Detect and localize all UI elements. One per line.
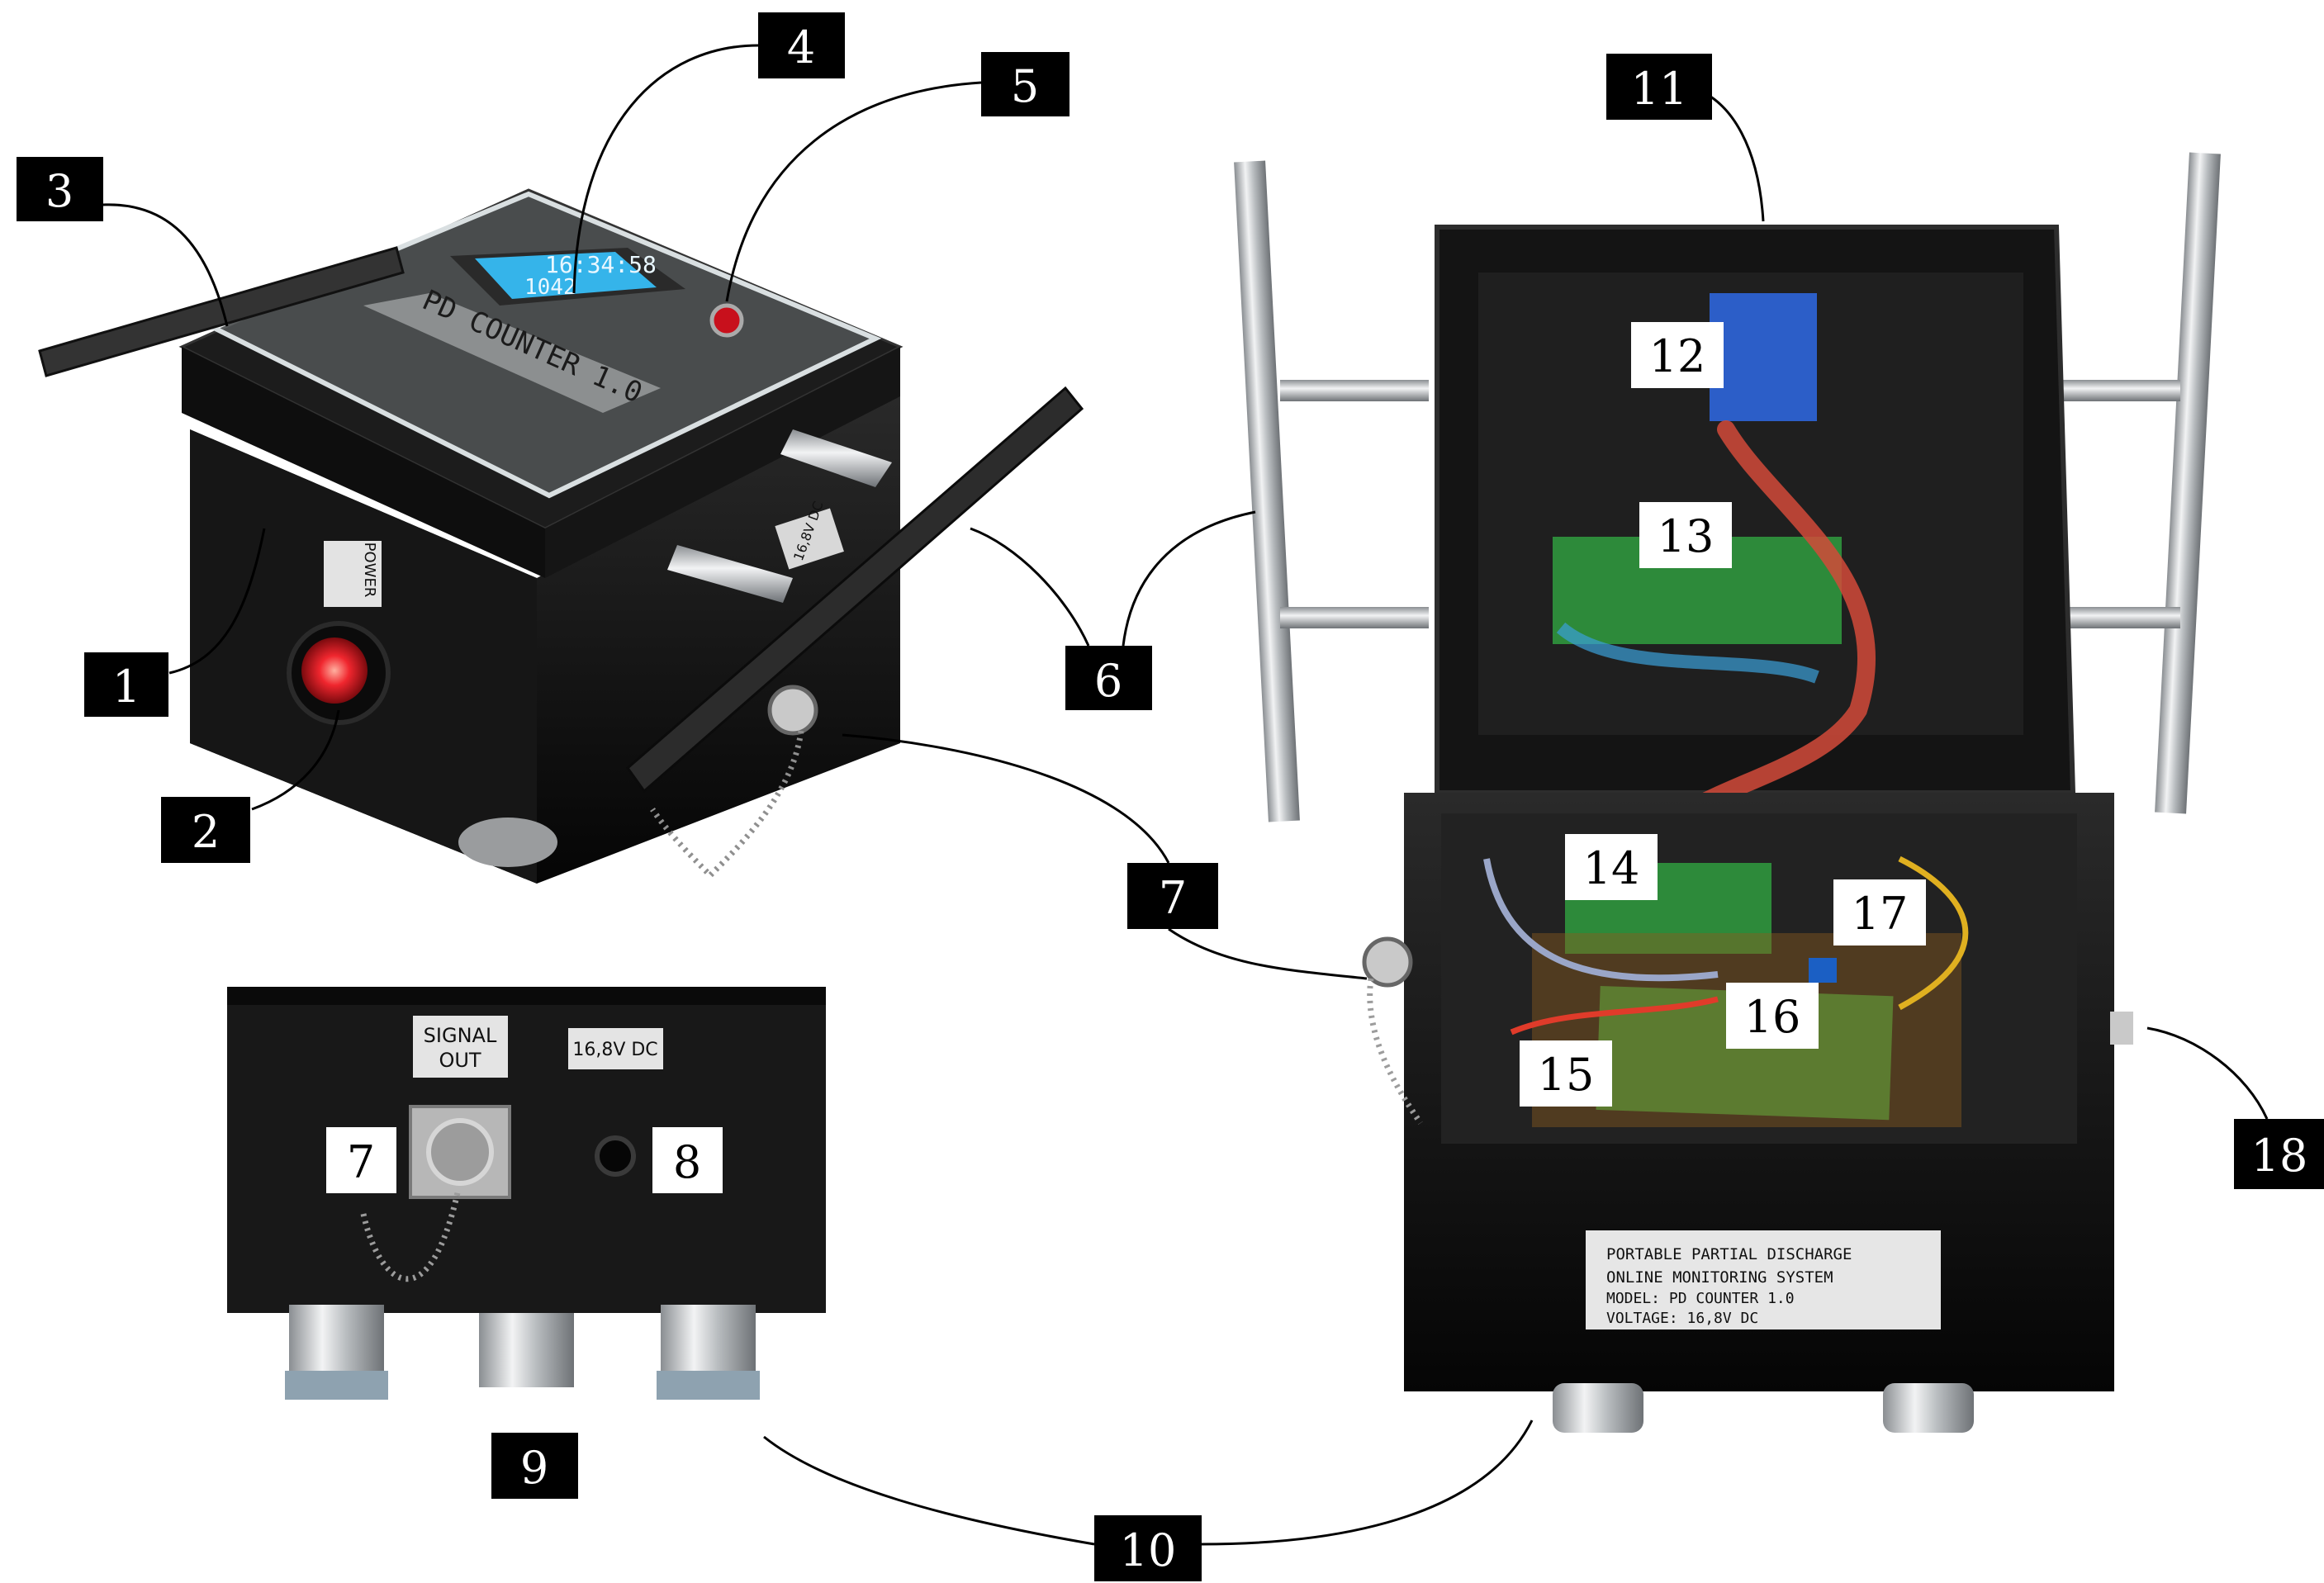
callout-10: 10 (1120, 1524, 1177, 1576)
nameplate-line-1: PORTABLE PARTIAL DISCHARGE (1606, 1245, 1852, 1263)
leader-6b (1122, 510, 1256, 647)
nameplate (1586, 1230, 1941, 1329)
leader-7a (842, 733, 1170, 864)
open-bnc-connector (1362, 936, 1413, 988)
leader-1 (168, 528, 266, 675)
side-bnc-chain (360, 1188, 462, 1282)
callout-18: 18 (2251, 1130, 2308, 1182)
callout-15: 15 (1538, 1049, 1595, 1101)
callout-8: 8 (673, 1136, 701, 1188)
callout-16: 16 (1744, 991, 1801, 1043)
callout-4: 4 (787, 21, 815, 73)
bnc-chain (650, 730, 804, 879)
callout-11: 11 (1631, 63, 1688, 115)
leader-10a (763, 1435, 1095, 1546)
device-open-view: PORTABLE PARTIAL DISCHARGE ONLINE MONITO… (1234, 152, 2221, 1433)
leader-3 (102, 203, 229, 327)
callout-3: 3 (45, 165, 74, 217)
voltage-plate-text: 16,8V DC (572, 1040, 657, 1060)
callout-13: 13 (1658, 510, 1715, 562)
side-power-jack (2110, 1012, 2133, 1045)
bnc-connector (767, 685, 818, 736)
signal-out-line-2: OUT (439, 1049, 481, 1072)
side-enclosure (227, 987, 826, 1313)
power-switch-led (301, 637, 368, 704)
leader-10b (1201, 1419, 1534, 1546)
nameplate-line-3: MODEL: PD COUNTER 1.0 (1606, 1290, 1795, 1307)
lcd-line-2: 1042 (524, 275, 576, 300)
callout-14: 14 (1583, 842, 1640, 894)
leader-2 (251, 709, 340, 811)
rtc-module (1710, 293, 1817, 421)
antenna-left (1234, 160, 1429, 822)
leader-4 (572, 44, 759, 294)
power-label-text: POWER (361, 543, 378, 598)
callout-12: 12 (1649, 330, 1706, 382)
nameplate-line-2: ONLINE MONITORING SYSTEM (1606, 1268, 1833, 1287)
callout-6: 6 (1094, 655, 1122, 707)
callout-1: 1 (112, 661, 140, 713)
magnetic-foot-2 (479, 1313, 574, 1387)
callout-9: 9 (520, 1442, 548, 1494)
reset-button (709, 303, 744, 338)
callout-7-bottom: 7 (347, 1136, 375, 1188)
leader-7b (1168, 927, 1368, 980)
power-label-plate (324, 541, 382, 607)
dc-jack (595, 1135, 636, 1177)
device-closed-view: PD COUNTER 1.0 16:34:58 1042 16,8V DC PO… (38, 188, 1084, 884)
leader-5 (725, 81, 982, 302)
amplifier-board (1596, 985, 1894, 1121)
callout-7-top: 7 (1159, 872, 1187, 924)
leader-18 (2146, 1026, 2269, 1120)
antenna-rod-left (38, 246, 405, 377)
callout-17: 17 (1852, 888, 1909, 940)
signal-out-line-1: SIGNAL (424, 1024, 497, 1047)
potentiometer (1809, 958, 1837, 983)
callout-5: 5 (1011, 60, 1039, 112)
voltage-plate (568, 1028, 663, 1069)
callouts: 1 2 3 4 5 6 7 9 10 11 18 7 8 12 13 14 (17, 12, 2324, 1581)
lcd-line-1: 16:34:58 (545, 251, 657, 278)
lcd-display: 16:34:58 1042 (450, 248, 685, 306)
device-side-view: SIGNAL OUT 16,8V DC (227, 987, 826, 1400)
callout-2: 2 (192, 806, 220, 858)
leader-6a (970, 527, 1090, 647)
leader-lines (102, 44, 2269, 1546)
antenna-right (2056, 152, 2221, 814)
signal-out-plate (413, 1016, 508, 1078)
nameplate-line-4: VOLTAGE: 16,8V DC (1606, 1310, 1758, 1327)
antenna-rod-right (625, 386, 1084, 794)
